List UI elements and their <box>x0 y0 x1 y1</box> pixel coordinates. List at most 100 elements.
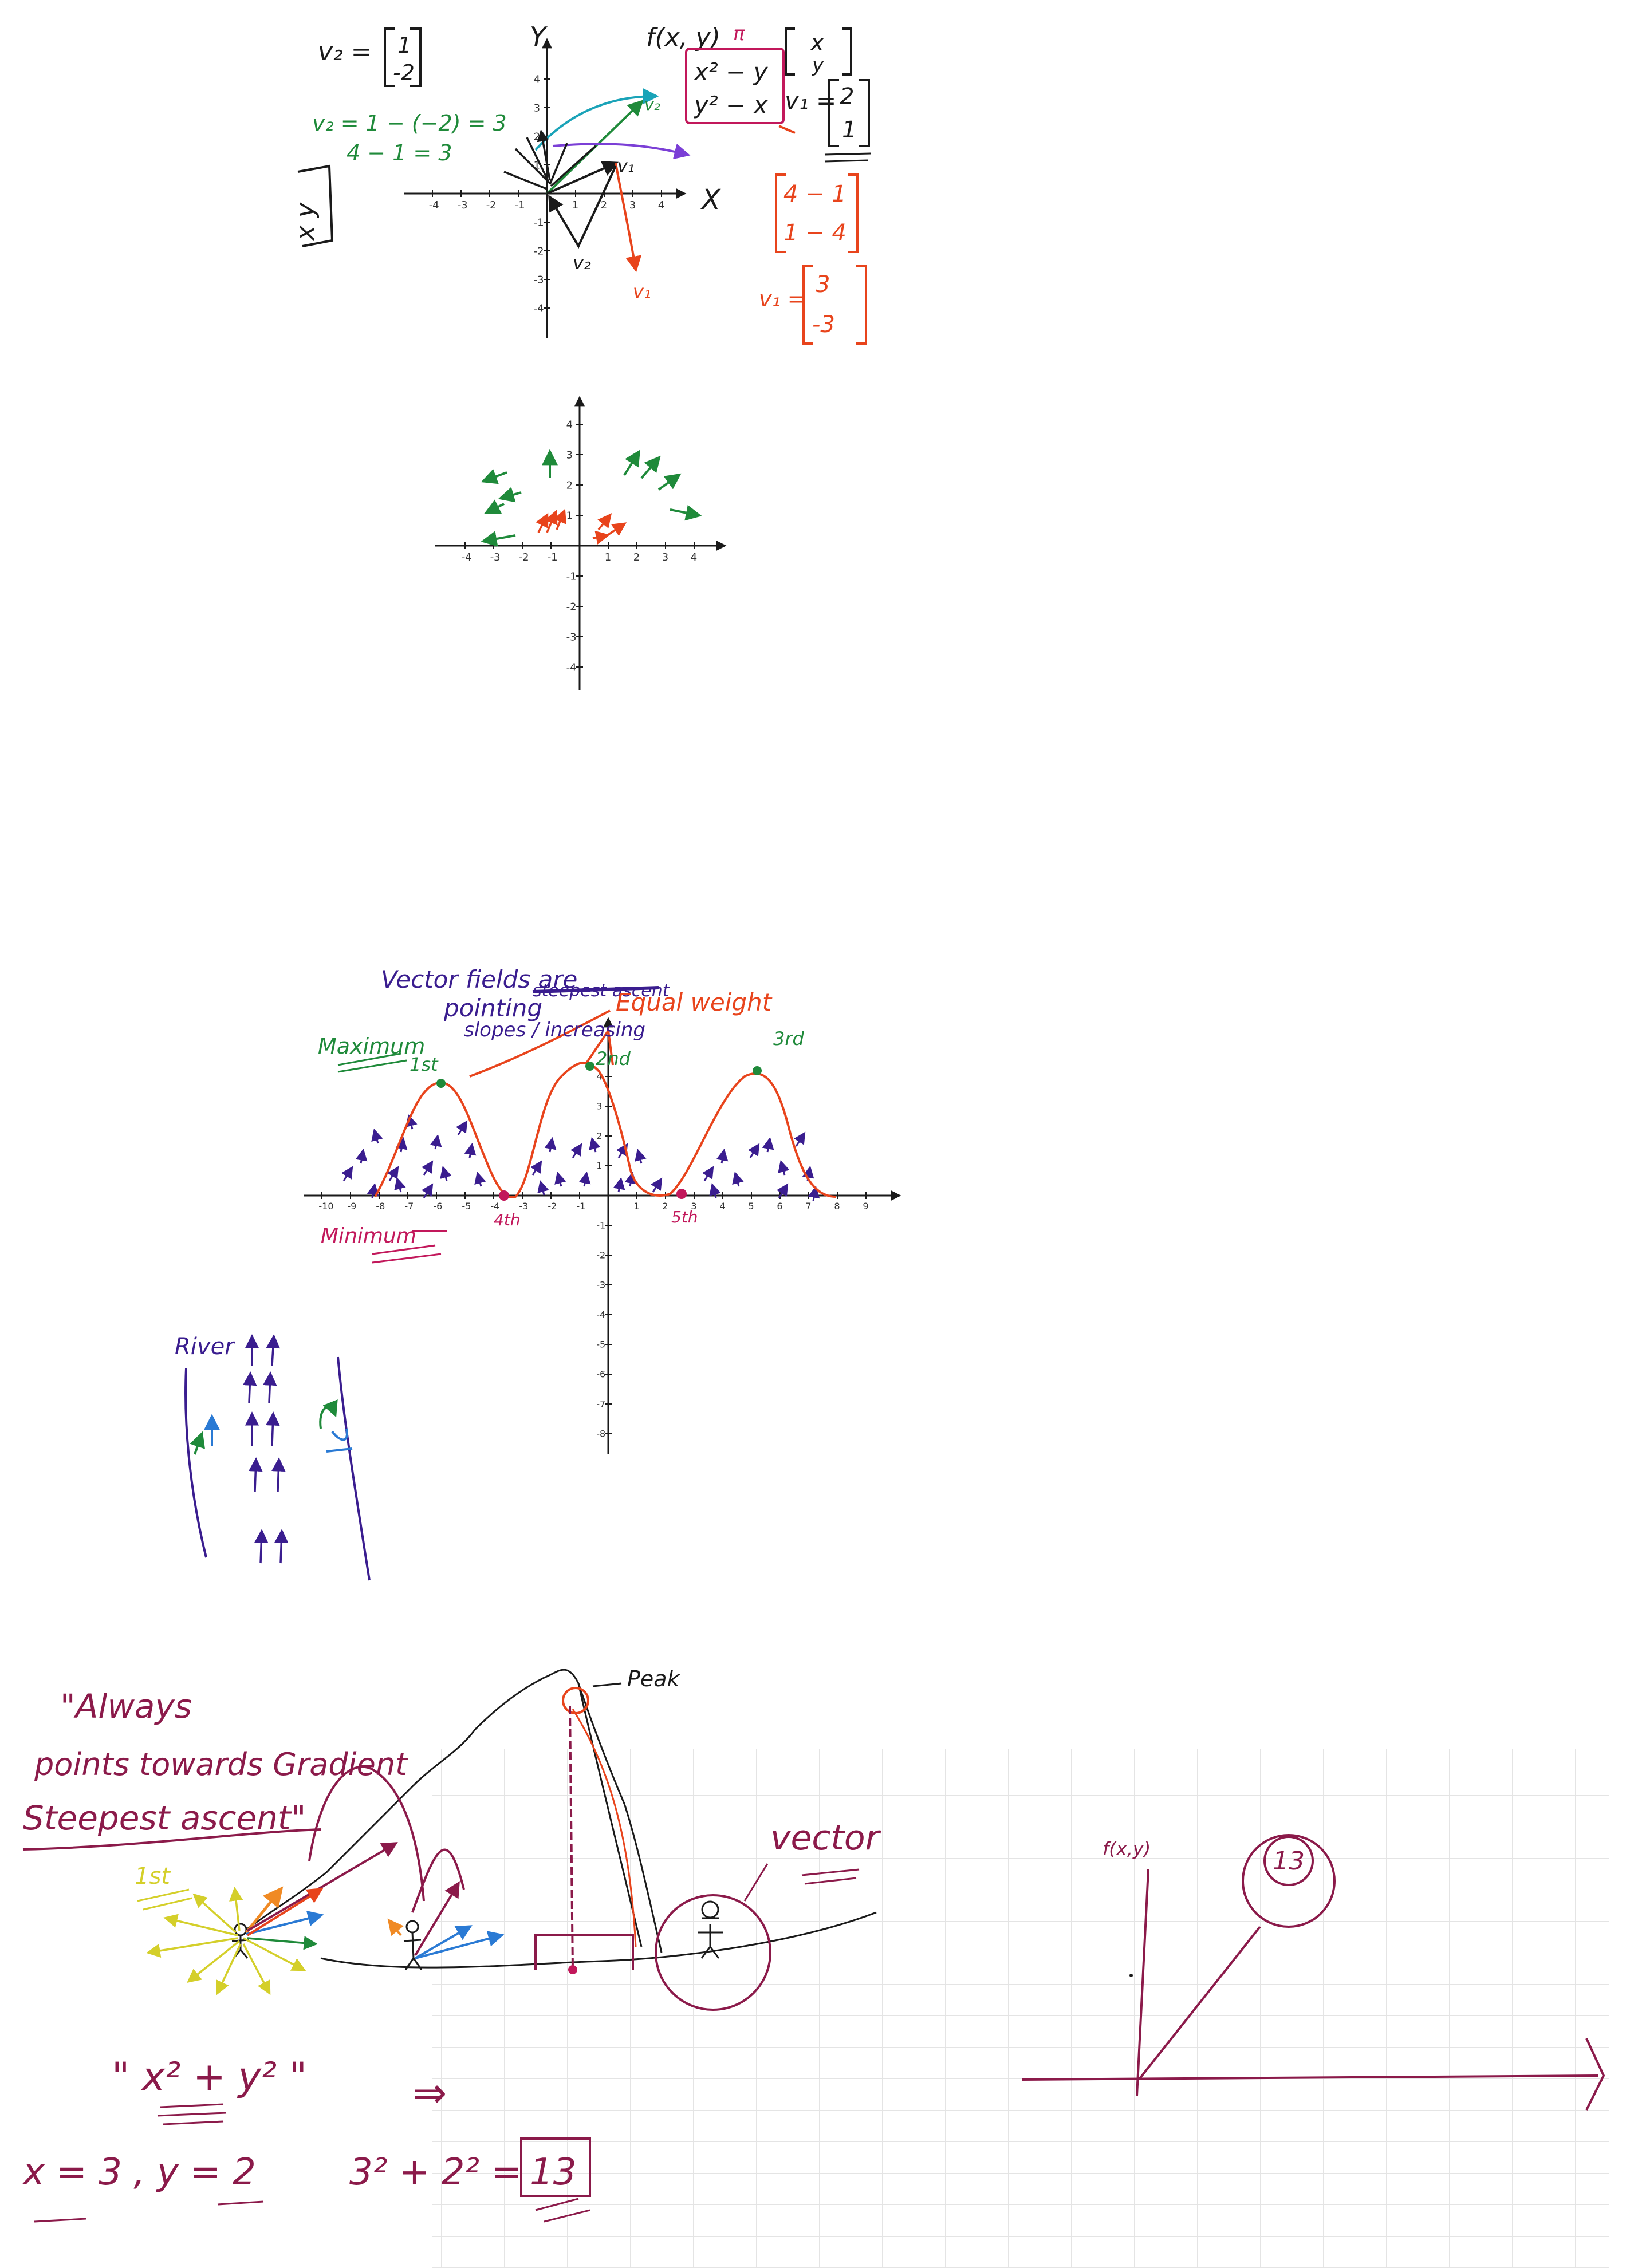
s3-field-arrow <box>762 1137 774 1153</box>
s1-red-mark <box>778 125 796 134</box>
s5-dot <box>1129 1974 1133 1977</box>
s1-vec-xy-bottom: y <box>812 54 824 77</box>
s3-second: 2nd <box>596 1048 631 1070</box>
s2-x-tick-label: -2 <box>519 551 529 563</box>
river-label: River <box>175 1334 235 1360</box>
s3-field-arrow <box>474 1171 486 1187</box>
answer-box <box>520 2137 591 2197</box>
s3-field-arrow <box>635 1148 647 1164</box>
s3-minimum-arrow <box>372 1230 447 1264</box>
s3-x-tick-label: -8 <box>376 1201 385 1212</box>
s1-v2-calc-2: 4 − 1 = 3 <box>347 140 452 165</box>
s3-field-arrow <box>440 1165 452 1181</box>
s3-title-3: slopes / increasing <box>464 1019 645 1042</box>
s3-landscape-curve <box>374 1062 837 1198</box>
s1-func-pi: π <box>733 22 745 45</box>
s5-y-axis <box>1136 1869 1149 2096</box>
s1-v2-def-bracket-left <box>384 27 395 87</box>
s1-v1-bottom: 1 <box>842 117 856 143</box>
s3-x-tick-label: -5 <box>462 1201 471 1212</box>
hiker-1-blue-arrow <box>246 1910 324 1935</box>
s1-v1-result-label: v₁ = <box>759 286 806 311</box>
s3-fourth: 4th <box>494 1210 521 1229</box>
quote-line-3: Steepest ascent" <box>23 1798 306 1837</box>
hiker-1-red-arrow <box>246 1888 324 1936</box>
s3-strike-line <box>532 986 659 993</box>
s3-field-arrow <box>355 1148 368 1164</box>
s1-y-tick-label: 4 <box>534 73 540 85</box>
s2-x-tick-label: -1 <box>548 551 558 563</box>
s3-field-arrow <box>544 1137 557 1153</box>
s3-max-1 <box>436 1079 446 1088</box>
s3-field-arrow <box>422 1160 434 1176</box>
s3-field-arrow <box>464 1142 477 1158</box>
s1-y-tick-label: 2 <box>534 131 540 143</box>
formula: " x² + y² " <box>112 2054 307 2100</box>
s3-max-2 <box>585 1062 594 1071</box>
hiker-1-green-arrow <box>247 1936 318 1950</box>
s3-x-tick-label: 3 <box>691 1201 696 1212</box>
s3-field-arrow <box>651 1177 663 1193</box>
s1-func-label: f(x, y) <box>646 23 720 52</box>
hiker-1-yellow-arrows <box>146 1887 306 1995</box>
s3-field-arrow <box>394 1177 406 1193</box>
hiker-2 <box>403 1920 423 1970</box>
s1-func-box <box>685 48 785 124</box>
s3-minimum: Minimum <box>321 1224 416 1248</box>
hill-maroon-2 <box>411 1848 465 1913</box>
hiker-1-orange-arrow <box>245 1886 284 1934</box>
s3-y-tick-label: 2 <box>596 1131 602 1142</box>
quote-line-1: "Always <box>60 1687 192 1726</box>
vector-circle <box>655 1894 771 2011</box>
s2-y-tick-label: -1 <box>566 570 577 582</box>
s1-red-v1-arrow <box>615 163 642 273</box>
s2-y-tick-label: 4 <box>566 419 573 431</box>
s3-y-tick-label: 4 <box>596 1071 602 1082</box>
s2-x-tick-label: 4 <box>691 551 697 563</box>
s1-v2-def-bracket-right <box>410 27 422 87</box>
hiker-2-blue-arrow-2 <box>414 1925 473 1959</box>
hiker-2-maroon-arrow <box>414 1881 460 1957</box>
s3-x-tick-label: 7 <box>805 1201 811 1212</box>
s3-y-tick-label: -4 <box>596 1309 605 1320</box>
peak-red-slope <box>572 1709 637 1947</box>
hiker-2-blue-arrow <box>415 1931 505 1959</box>
substitution-underline <box>34 2200 264 2223</box>
s1-v2-def-bottom: -2 <box>393 60 415 85</box>
s1-func-top: x² − y <box>693 58 769 86</box>
s2-x-tick-label: 2 <box>633 551 640 563</box>
s3-field-arrow <box>367 1182 379 1198</box>
s2-y-tick-label: -2 <box>566 601 577 613</box>
s3-x-tick-label: -6 <box>433 1201 442 1212</box>
s3-field-arrow <box>709 1182 721 1198</box>
s1-v1-plot-label: v₁ <box>617 156 635 176</box>
s3-y-tick-label: 3 <box>596 1101 602 1112</box>
s5-value: 13 <box>1273 1847 1305 1876</box>
s3-peak-spike <box>586 1027 614 1066</box>
s3-x-tick-label: 9 <box>863 1201 868 1212</box>
s3-field-arrow <box>341 1166 353 1181</box>
peak-leader <box>592 1682 622 1687</box>
s3-field-arrow <box>530 1160 542 1176</box>
s3-y-tick-label: -6 <box>596 1369 605 1380</box>
s3-y-tick-label: -3 <box>596 1280 605 1291</box>
s3-equal-weight-line <box>469 1009 611 1078</box>
s3-y-tick-label: 1 <box>596 1161 602 1172</box>
s1-x-tick-label: 4 <box>658 199 664 211</box>
s5-gradient-line <box>1139 1926 1261 2080</box>
hiker-1-first-underline <box>137 1888 192 1911</box>
s3-field-arrow <box>716 1148 729 1164</box>
s3-maximum-arrow <box>337 1052 407 1073</box>
s1-vec-xy-top: x <box>809 30 824 56</box>
s3-x-tick-label: -3 <box>519 1201 528 1212</box>
s2-y-tick-label: 1 <box>566 510 573 522</box>
s1-x-tick-label: -2 <box>486 199 497 211</box>
river-left-bank <box>184 1368 207 1558</box>
s3-field-arrow <box>794 1131 806 1147</box>
s3-title-2: pointing <box>443 994 542 1022</box>
s2-x-tick-label: -4 <box>462 551 472 563</box>
s1-v2-down-arrow <box>548 165 617 249</box>
s2-x-tick-label: -3 <box>490 551 501 563</box>
